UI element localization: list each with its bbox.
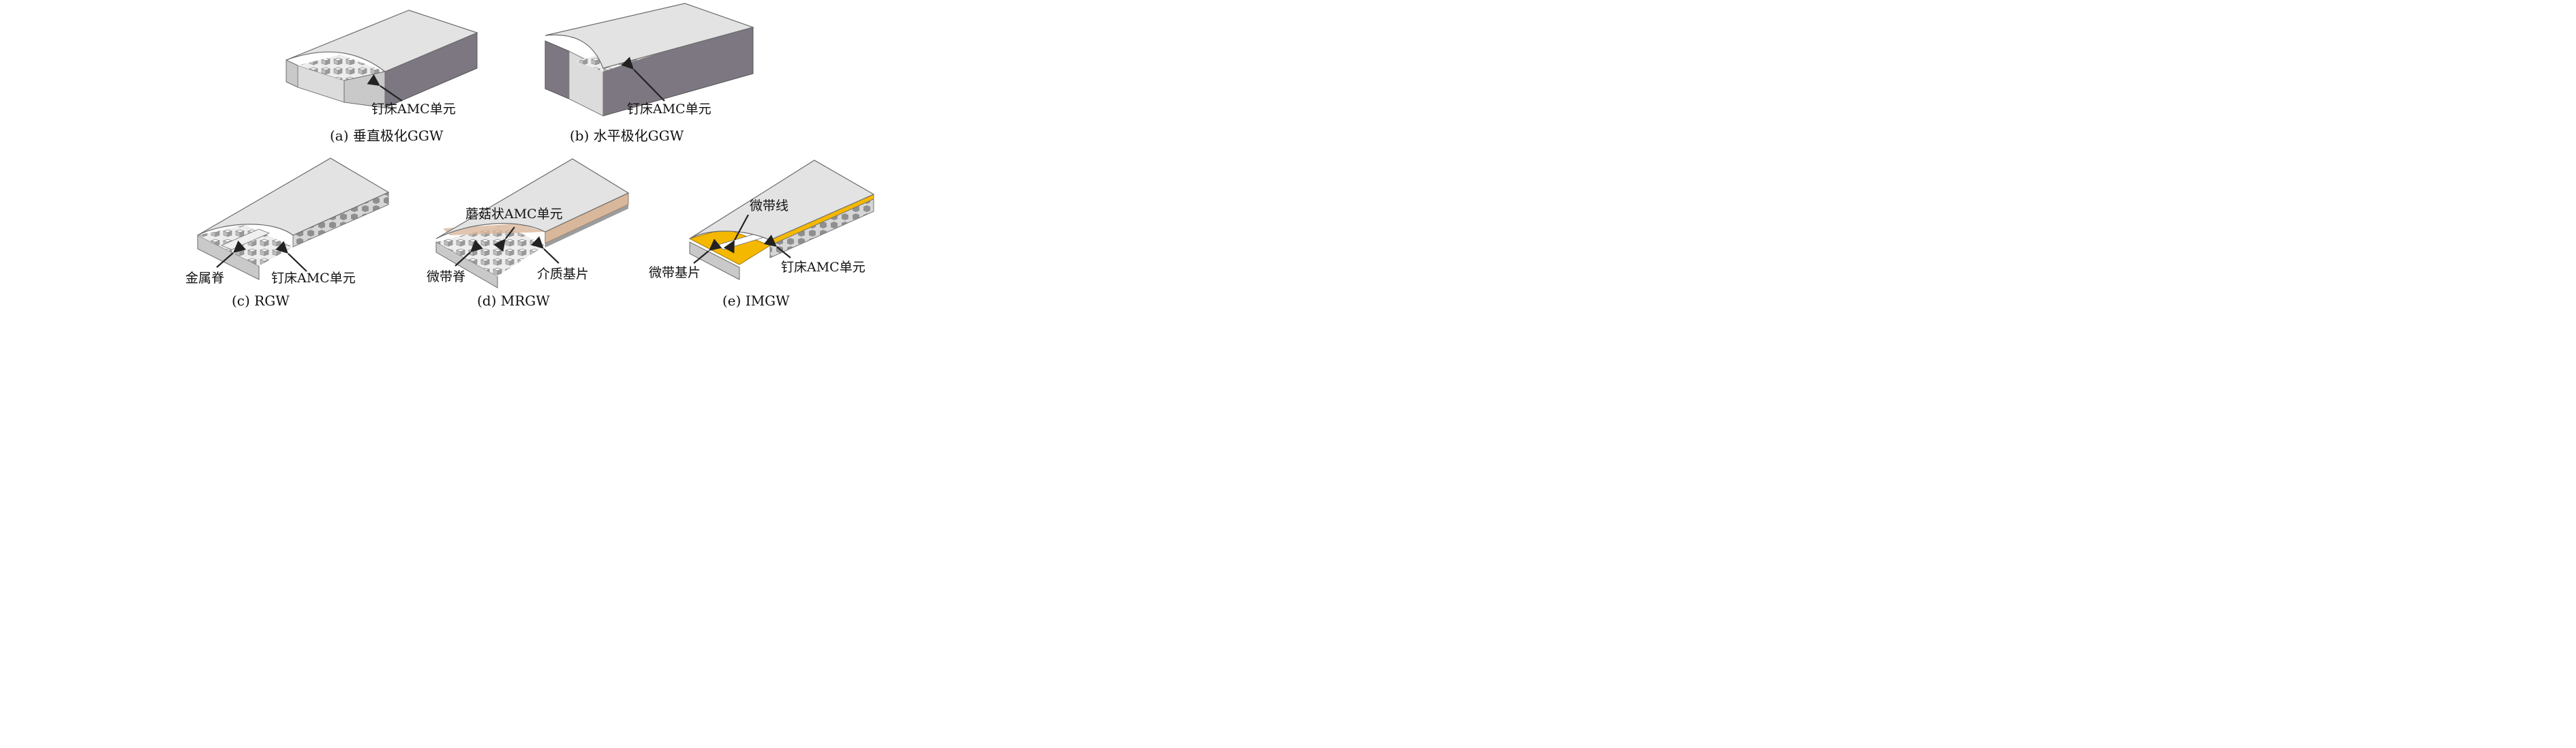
panel-b-arrow [621,57,665,102]
panel-c-top-cover [197,158,390,236]
panel-d-label-microstrip-ridge: 微带脊 [427,269,465,284]
panel-e-label-microstrip-substrate: 微带基片 [649,265,701,280]
panel-a-label-pin-amc: 钉床AMC单元 [371,102,456,117]
panel-d-substrate-edge [443,224,545,235]
panel-d-arrow-mushroom [493,226,515,252]
panel-e-top-cover [689,160,875,241]
panel-a-pin-bed [298,55,385,80]
panel-d-caption: (d) MRGW [477,293,550,309]
panel-d-top-cover [435,158,630,239]
panel-d-label-mushroom-amc: 蘑菇状AMC单元 [465,207,563,222]
panel-c-label-pin-amc: 钉床AMC单元 [271,271,356,286]
panel-d-arrow-ridge [455,239,483,267]
panel-d-label-substrate: 介质基片 [537,267,589,282]
waveguide-figure: 钉床AMC单元 (a) 垂直极化GGW 钉床AMC单元 (b) 水平极化GGW … [185,3,875,309]
panel-d-mushroom-bed [436,225,545,276]
panel-e: 微带线 微带基片 钉床AMC单元 (e) IMGW [649,160,875,309]
panel-e-arrow-substrate [693,239,722,264]
panel-e-pin-side [769,198,874,258]
panel-b-left-side [545,40,570,100]
panel-b-top-cover [545,3,755,69]
panel-c-label-metal-ridge: 金属脊 [185,271,224,286]
panel-b-label-pin-amc: 钉床AMC单元 [627,102,711,117]
panel-c-arrow-ridge [216,240,247,268]
panel-a: 钉床AMC单元 (a) 垂直极化GGW [286,10,478,144]
panel-d-arrow-substrate [531,236,559,264]
panel-d-ground-side [545,205,628,248]
panel-a-front-left-face [286,59,298,88]
panel-d: 蘑菇状AMC单元 微带脊 介质基片 (d) MRGW [427,158,630,309]
panel-b-caption: (b) 水平极化GGW [570,128,684,144]
panel-c-arrow-pin [275,241,307,272]
panel-e-label-pin-amc: 钉床AMC单元 [781,260,865,275]
panel-a-caption: (a) 垂直极化GGW [330,128,444,144]
panel-e-caption: (e) IMGW [722,293,790,309]
panel-a-arrow [367,74,403,102]
panel-c: 金属脊 钉床AMC单元 (c) RGW [185,158,390,309]
panel-d-front-face [435,241,498,288]
panel-e-arrow-line [723,214,749,254]
panel-b: 钉床AMC单元 (b) 水平极化GGW [545,3,755,144]
panel-a-top-cover [286,10,478,72]
panel-c-caption: (c) RGW [232,293,290,309]
panel-e-arrow-pin [763,235,791,258]
panel-e-front-face [689,241,740,280]
panel-e-label-microstrip-line: 微带线 [750,198,788,213]
